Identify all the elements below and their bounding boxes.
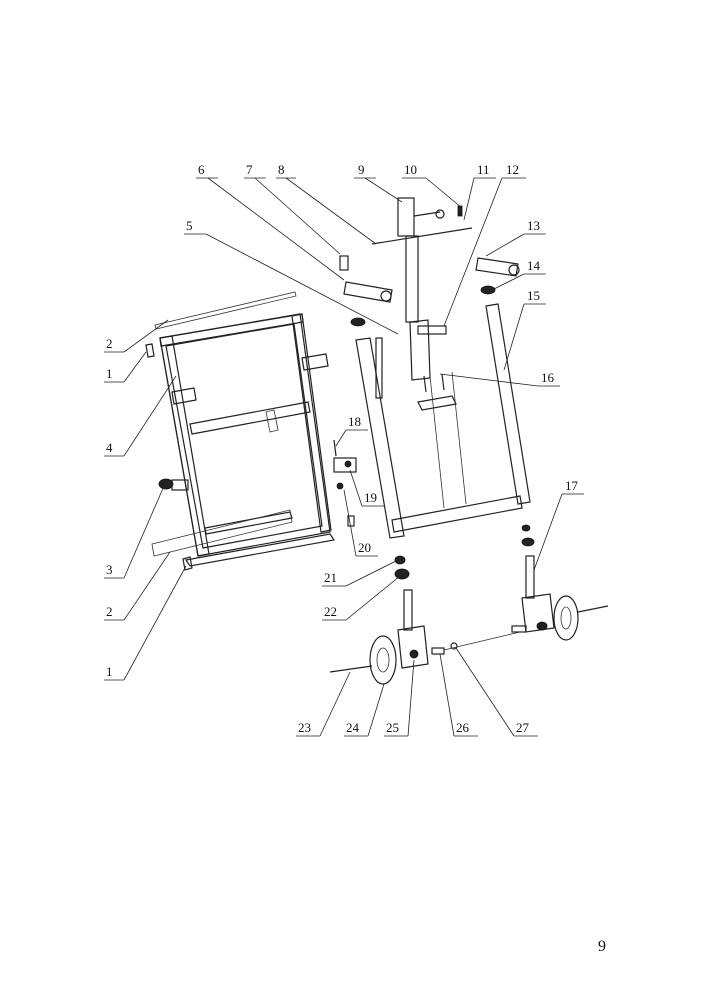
part-label-18: 18 xyxy=(348,414,361,429)
jack-column xyxy=(371,197,473,381)
part-label-24: 24 xyxy=(346,720,360,735)
bushing-right xyxy=(480,285,496,295)
part-label-19: 19 xyxy=(364,490,377,505)
part-label-10: 10 xyxy=(404,162,417,177)
part-label-11: 11 xyxy=(477,162,490,177)
knob-20 xyxy=(336,482,355,527)
part-label-17: 17 xyxy=(565,478,579,493)
right-frame xyxy=(355,303,531,539)
leader-lines xyxy=(104,177,584,737)
part-label-9: 9 xyxy=(358,162,365,177)
wheel-assembly-right xyxy=(511,524,609,641)
part-label-27: 27 xyxy=(516,720,530,735)
part-label-1-top: 1 xyxy=(106,366,113,381)
part-label-1-bottom: 1 xyxy=(106,664,113,679)
strip-top xyxy=(154,291,297,330)
part-label-23: 23 xyxy=(298,720,311,735)
part-label-26: 26 xyxy=(456,720,470,735)
wheel-assembly-left xyxy=(329,555,521,685)
part-label-16: 16 xyxy=(541,370,555,385)
pad-top xyxy=(145,343,155,358)
part-label-21: 21 xyxy=(324,570,337,585)
clamp-19 xyxy=(333,457,357,473)
part-label-12: 12 xyxy=(506,162,519,177)
part-label-6: 6 xyxy=(198,162,205,177)
part-label-15: 15 xyxy=(527,288,540,303)
part-labels: 1 2 3 4 5 6 7 8 9 10 11 12 13 14 15 16 1… xyxy=(106,162,579,735)
part-label-7: 7 xyxy=(246,162,253,177)
part-label-13: 13 xyxy=(527,218,540,233)
part-label-3: 3 xyxy=(106,562,113,577)
handle-right xyxy=(475,257,520,277)
part-label-22: 22 xyxy=(324,604,337,619)
strip-bottom xyxy=(151,509,293,557)
pad-bottom xyxy=(182,556,193,571)
part-label-2-top: 2 xyxy=(106,336,113,351)
page-number: 9 xyxy=(598,938,606,955)
pin-18 xyxy=(333,439,337,457)
part-label-5: 5 xyxy=(186,218,193,233)
part-label-4: 4 xyxy=(106,440,113,455)
knob-caster xyxy=(158,478,189,491)
part-label-14: 14 xyxy=(527,258,541,273)
part-label-20: 20 xyxy=(358,540,371,555)
part-label-8: 8 xyxy=(278,162,285,177)
part-label-2-bottom: 2 xyxy=(106,604,113,619)
handle-left xyxy=(339,255,393,303)
bolts-center xyxy=(423,373,445,393)
bushing-left xyxy=(350,317,366,327)
left-frame xyxy=(159,313,336,567)
part-label-25: 25 xyxy=(386,720,399,735)
